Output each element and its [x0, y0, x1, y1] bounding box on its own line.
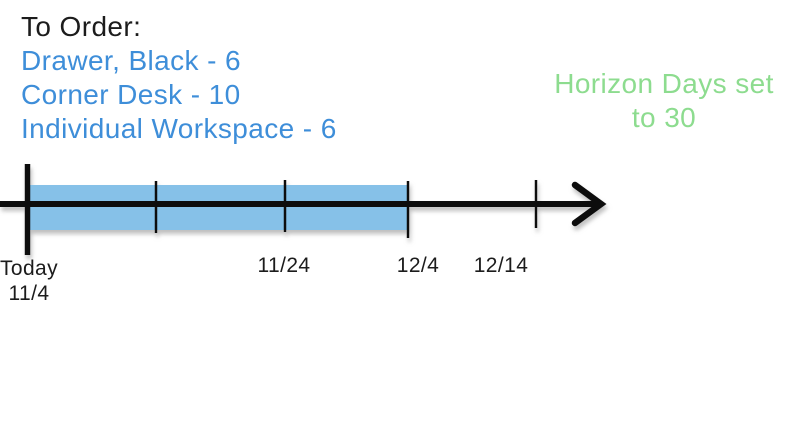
order-panel: To Order: Drawer, Black - 6 Corner Desk … — [21, 10, 337, 146]
horizon-days-note-line2: to 30 — [631, 102, 697, 133]
arrowhead-icon — [571, 181, 607, 227]
horizon-days-note-line1: Horizon Days set — [554, 68, 774, 99]
timeline-drawing — [0, 164, 607, 255]
today-label-text: Today — [0, 257, 59, 280]
tick-label-12-4: 12/4 — [396, 254, 440, 277]
tick-label-11-24: 11/24 — [257, 254, 311, 277]
tick-label-12-14: 12/14 — [473, 254, 529, 277]
today-date-text: 11/4 — [8, 282, 50, 305]
highlight-bar — [30, 185, 408, 230]
order-item-drawer-black: Drawer, Black - 6 — [21, 45, 241, 76]
order-item-corner-desk: Corner Desk - 10 — [21, 79, 241, 110]
order-item-individual-workspace: Individual Workspace - 6 — [21, 113, 337, 144]
today-label: Today 11/4 — [0, 256, 58, 306]
horizon-days-note: Horizon Days set to 30 — [530, 67, 798, 135]
order-heading: To Order: — [21, 11, 142, 42]
